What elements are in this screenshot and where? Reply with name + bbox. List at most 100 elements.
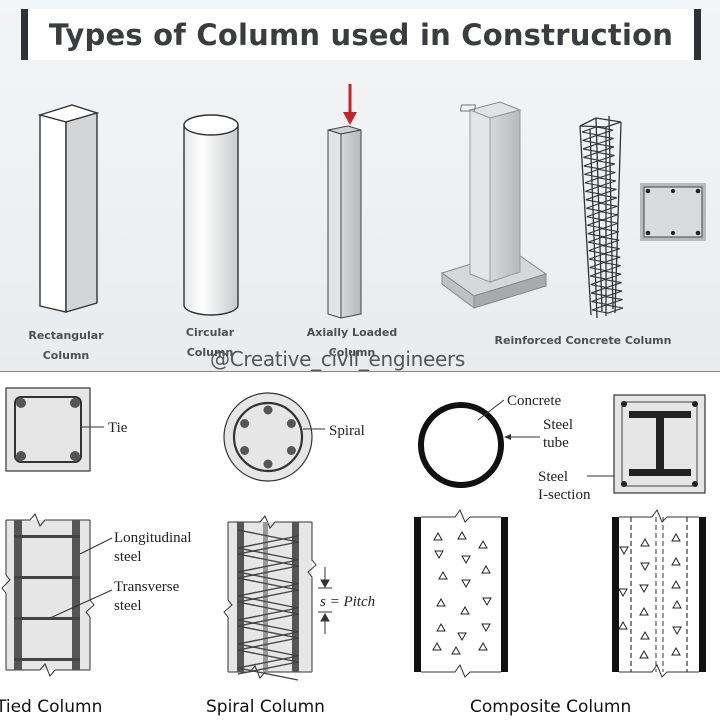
aggregate-mark [478,539,488,549]
aggregate-mark [436,622,446,632]
rebar-dot [286,419,296,428]
rectangular-column-illustration [37,104,100,313]
caption-circular: Circular Column [162,323,258,363]
longitudinal-leader [79,537,113,555]
stirrup [584,168,616,178]
stirrup [582,134,614,145]
circular-column-illustration [183,114,239,316]
longitudinal-label-2: steel [114,549,142,565]
load-arrow-icon [343,84,357,125]
spiral-column-elevation [223,515,317,679]
transverse-leader [49,589,113,619]
aggregate-mark [639,606,649,616]
caption-line: Rectangular [28,329,104,342]
aggregate-mark [640,537,650,547]
aggregate-mark [640,562,650,572]
aggregate-mark [433,531,443,541]
stirrup [582,143,615,153]
aggregate-mark [457,530,467,540]
transverse-label-1: Transverse [114,579,180,595]
stirrup [588,253,621,263]
aggregate-mark [639,584,649,594]
steel-i-label-2: I-section [538,487,591,503]
caption-line: Axially Loaded [306,326,398,339]
pitch-label: s = Pitch [320,594,375,610]
stirrup [586,211,618,221]
composite-tube-elevation [414,508,508,678]
spiral-bars [240,405,296,469]
aggregate-mark [481,623,491,633]
aggregate-mark [618,588,628,598]
steel-tube-label-2: tube [543,435,569,451]
composite-column-title: Composite Column [470,697,632,717]
watermark: @Creative_civil_engineers [210,347,466,371]
caption-line: Column [328,346,376,359]
rebar-dot [263,405,273,415]
stirrup [586,202,618,212]
spiral-label: Spiral [329,423,365,439]
rebar-dot [263,459,273,469]
steel-tube-label-1: Steel [543,417,573,433]
stirrup [584,177,617,187]
aggregate-mark [672,599,682,609]
rcc-column-footing-illustration [440,101,548,309]
aggregate-mark [639,649,649,659]
aggregate-mark [482,597,492,607]
aggregate-mark [671,579,681,589]
pitch-dimension [318,567,332,634]
stirrup [591,304,624,314]
tied-column-elevation [1,513,95,677]
caption-line: Circular [185,326,235,339]
aggregate-mark [671,646,681,656]
stirrup [587,219,619,229]
aggregate-mark [451,645,461,655]
aggregate-mark [478,641,488,651]
caption-line: Column [186,346,234,359]
aggregate-mark [671,532,681,542]
stirrup [588,236,620,246]
longitudinal-label-1: Longitudinal [114,530,192,546]
aggregate-mark [461,579,471,589]
stirrup [585,185,617,195]
title-banner: Types of Column used in Construction [21,9,701,60]
tied-cross-section [5,387,91,472]
caption-rectangular: Rectangular Column [18,326,114,366]
aggregate-marks [432,530,492,655]
stirrup [587,228,619,238]
stirrup [588,245,620,255]
stirrup [583,151,615,161]
rebar-dot [240,446,250,455]
rebar-dot [286,446,296,455]
caption-line: Column [42,349,90,362]
concrete-label: Concrete [507,393,561,409]
aggregate-mark [457,632,467,642]
arrow-head-icon [504,434,511,440]
aggregate-mark [438,570,448,580]
aggregate-mark [460,605,470,615]
axially-loaded-column-illustration [327,84,362,319]
section-divider [0,371,720,372]
steel-tube-cross-section [418,402,504,488]
stirrup [585,194,617,204]
caption-axially-loaded: Axially Loaded Column [290,323,414,363]
stirrup [583,160,616,170]
page-title: Types of Column used in Construction [48,17,674,52]
aggregate-mark [481,564,491,574]
composite-i-elevation [612,508,706,678]
rebar-stirrups [581,126,624,314]
rebar-dot [240,419,250,428]
spiral-column-title: Spiral Column [206,697,325,717]
stirrup [589,262,621,272]
stirrup [590,287,623,297]
stirrup [581,126,614,136]
tied-column-title: Tied Column [0,697,103,717]
spiral-line [237,529,299,675]
spiral-line [237,535,299,681]
aggregate-marks [618,532,682,659]
aggregate-mark [436,597,446,607]
rcc-cross-section-illustration [640,183,706,241]
stirrup [591,295,623,306]
aggregate-mark [619,546,629,556]
steel-i-section-cross-section [613,394,706,494]
